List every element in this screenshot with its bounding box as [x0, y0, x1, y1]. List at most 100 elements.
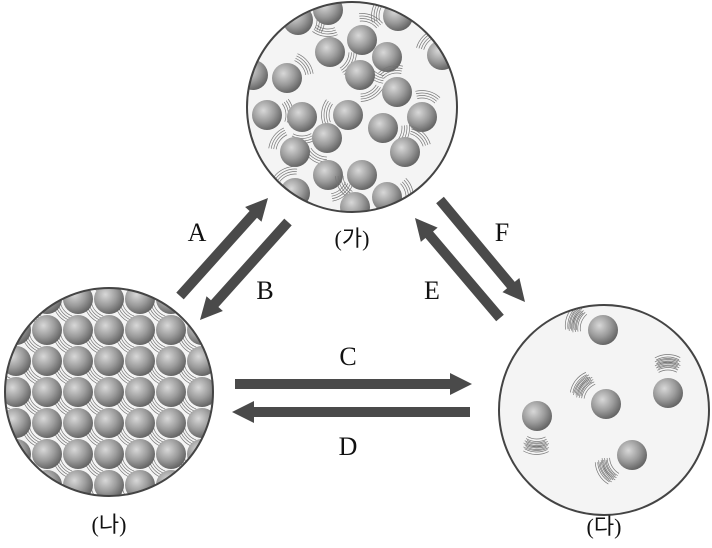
- motion-line: [380, 67, 403, 76]
- motion-line: [571, 308, 581, 331]
- motion-line: [606, 457, 618, 476]
- motion-line: [208, 522, 225, 540]
- motion-line: [574, 310, 584, 333]
- particle: [218, 315, 248, 345]
- motion-line: [342, 175, 353, 192]
- arrow-a: [176, 198, 268, 300]
- motion-line: [609, 457, 620, 474]
- arrow-label-e: E: [424, 276, 440, 305]
- motion-line: [598, 460, 612, 483]
- particle: [5, 346, 31, 376]
- particle: [315, 37, 345, 67]
- particle: [156, 439, 186, 469]
- motion-line: [5, 427, 10, 443]
- motion-line: [658, 369, 678, 373]
- motion-line: [89, 273, 102, 287]
- motion-line: [578, 379, 594, 398]
- particle: [125, 377, 155, 407]
- liquid-state-circle: [229, 1, 458, 213]
- motion-line: [182, 521, 195, 535]
- motion-line: [328, 103, 333, 123]
- motion-line: [524, 444, 548, 449]
- motion-line: [602, 461, 613, 478]
- motion-line: [0, 520, 10, 533]
- motion-line: [527, 436, 546, 440]
- motion-line: [229, 73, 238, 94]
- motion-line: [216, 489, 228, 502]
- motion-line: [212, 396, 213, 412]
- motion-line: [5, 489, 10, 496]
- arrow-label-b: B: [256, 276, 273, 305]
- particle: [522, 401, 552, 431]
- motion-line: [181, 303, 196, 319]
- motion-line: [605, 459, 616, 476]
- motion-line: [577, 312, 586, 332]
- motion-line: [27, 273, 40, 287]
- motion-line: [415, 92, 439, 100]
- particle: [156, 501, 186, 531]
- motion-line: [411, 126, 431, 145]
- motion-line: [295, 57, 309, 75]
- motion-line: [417, 97, 436, 104]
- motion-line: [5, 303, 11, 317]
- motion-line: [5, 305, 8, 324]
- motion-line: [5, 365, 11, 379]
- particle: [218, 346, 248, 376]
- motion-line: [212, 489, 213, 496]
- motion-line: [5, 458, 11, 472]
- particle: [252, 100, 282, 130]
- particle: [218, 439, 248, 469]
- motion-line: [207, 491, 213, 496]
- motion-line: [657, 363, 679, 367]
- particle: [287, 102, 317, 132]
- motion-line: [213, 273, 226, 287]
- motion-line: [5, 491, 8, 496]
- motion-line: [55, 490, 71, 496]
- motion-line: [323, 100, 329, 125]
- motion-line: [315, 27, 336, 32]
- particle: [63, 377, 93, 407]
- motion-line: [268, 127, 285, 149]
- motion-line: [207, 429, 213, 448]
- particle: [372, 182, 402, 212]
- motion-line: [525, 438, 547, 442]
- particle: [32, 439, 62, 469]
- motion-line: [212, 365, 213, 381]
- particle: [94, 377, 124, 407]
- motion-line: [5, 460, 8, 479]
- particle: [63, 501, 93, 531]
- motion-line: [281, 103, 287, 122]
- particle: [340, 192, 370, 212]
- motion-line: [211, 522, 226, 538]
- particle: [333, 100, 363, 130]
- motion-line: [58, 521, 71, 535]
- motion-line: [416, 95, 437, 102]
- motion-line: [581, 381, 595, 399]
- particle: [125, 470, 155, 496]
- particle: [383, 2, 413, 31]
- motion-line: [150, 489, 165, 496]
- arrow-e: [415, 218, 504, 322]
- arrow-label-a: A: [188, 218, 207, 247]
- motion-line: [212, 427, 213, 443]
- motion-line: [378, 65, 404, 74]
- motion-line: [55, 288, 71, 291]
- particle: [125, 288, 155, 314]
- motion-line: [21, 491, 39, 496]
- motion-line: [92, 272, 104, 285]
- motion-line: [573, 310, 582, 331]
- motion-line: [573, 374, 590, 395]
- motion-line: [294, 60, 307, 75]
- particle: [218, 501, 248, 531]
- particle: [63, 288, 93, 314]
- motion-line: [0, 521, 9, 535]
- particle: [368, 113, 398, 143]
- motion-line: [145, 491, 163, 496]
- motion-line: [213, 521, 226, 535]
- motion-line: [216, 427, 228, 440]
- motion-line: [656, 364, 680, 369]
- motion-line: [569, 309, 578, 329]
- motion-line: [29, 489, 42, 496]
- particle: [32, 501, 62, 531]
- motion-line: [526, 444, 546, 448]
